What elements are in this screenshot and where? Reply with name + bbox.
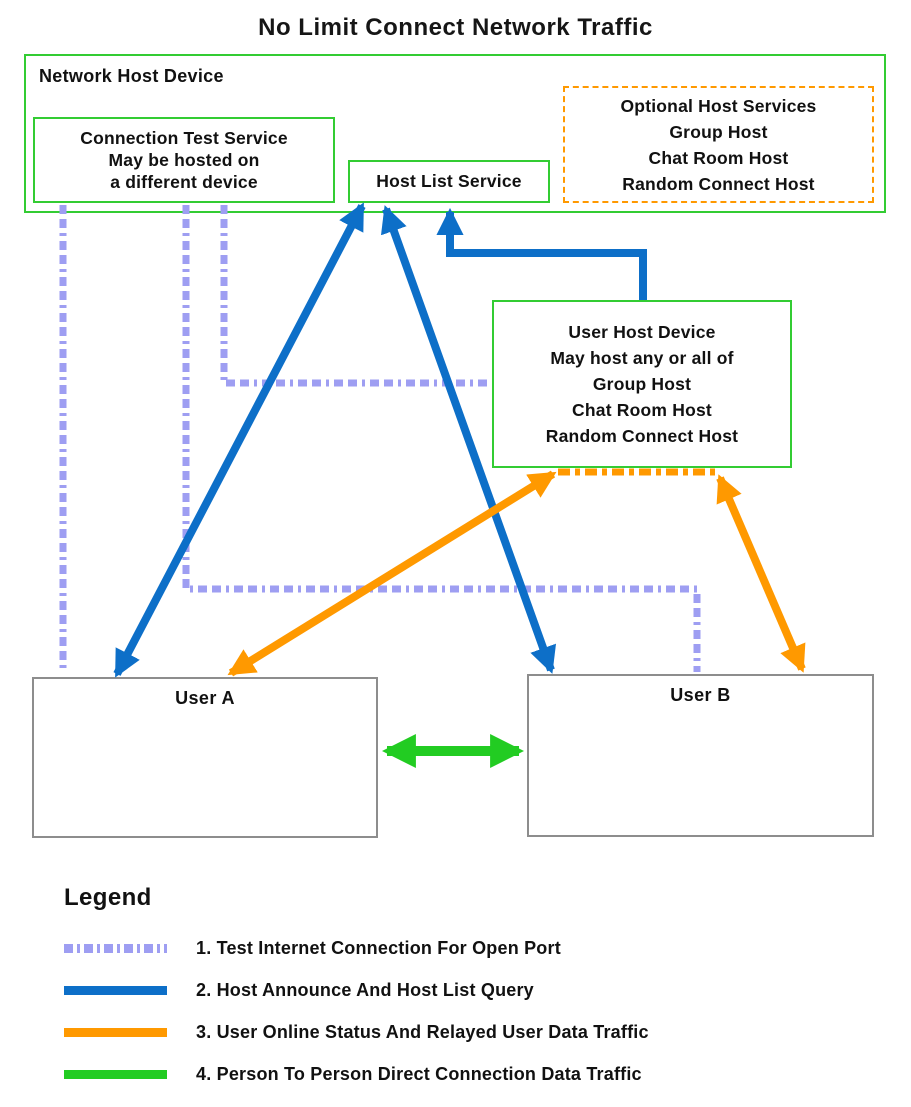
user-a-label: User A	[175, 688, 235, 708]
legend-item-test-connection: 1. Test Internet Connection For Open Por…	[64, 937, 561, 959]
legend: Legend 1. Test Internet Connection For O…	[64, 884, 648, 1084]
optional-host-services-line: Optional Host Services	[620, 95, 817, 116]
legend-item-label: 3. User Online Status And Relayed User D…	[196, 1021, 649, 1042]
legend-item-label: 1. Test Internet Connection For Open Por…	[196, 937, 561, 958]
diagram-title: No Limit Connect Network Traffic	[258, 14, 653, 41]
host-list-service-box: Host List Service	[348, 160, 550, 203]
optional-host-services-box: Optional Host Services Group Host Chat R…	[563, 86, 874, 203]
optional-host-services-line: Random Connect Host	[622, 173, 815, 194]
user-host-device-box: User Host Device May host any or all of …	[492, 300, 792, 468]
network-host-device-label: Network Host Device	[39, 66, 224, 86]
relayed-data-arrow-user-a	[227, 470, 557, 677]
user-a-box: User A	[32, 677, 378, 838]
user-host-device-line: Chat Room Host	[572, 400, 712, 420]
legend-swatch-green	[64, 1069, 167, 1079]
user-host-device-line: May host any or all of	[550, 348, 734, 368]
optional-host-services-line: Chat Room Host	[648, 147, 789, 168]
connection-test-service-box: Connection Test Service May be hosted on…	[33, 117, 335, 203]
legend-swatch-orange	[64, 1027, 167, 1037]
connection-test-service-line: a different device	[110, 172, 258, 192]
legend-item-label: 2. Host Announce And Host List Query	[196, 979, 534, 1000]
host-announce-arrow-user-host-device	[436, 207, 647, 300]
optional-host-services-line: Group Host	[669, 121, 768, 142]
user-b-box: User B	[527, 674, 874, 837]
legend-item-direct-connection: 4. Person To Person Direct Connection Da…	[64, 1063, 642, 1085]
connection-test-service-line: Connection Test Service	[80, 128, 288, 148]
legend-swatch-blue	[64, 985, 167, 995]
host-list-query-arrow-user-a	[113, 202, 366, 678]
user-host-device-line: User Host Device	[568, 322, 716, 342]
test-connection-line-user-host-device	[220, 205, 491, 387]
user-host-device-line: Random Connect Host	[545, 426, 739, 446]
user-host-device-line: Group Host	[592, 374, 692, 394]
user-b-label: User B	[670, 685, 731, 705]
host-list-service-label: Host List Service	[376, 171, 522, 191]
legend-item-label: 4. Person To Person Direct Connection Da…	[196, 1063, 642, 1084]
relayed-data-arrow-user-b	[716, 474, 806, 673]
connection-test-service-line: May be hosted on	[108, 150, 260, 170]
legend-item-host-announce: 2. Host Announce And Host List Query	[64, 979, 534, 1001]
legend-item-relayed-data: 3. User Online Status And Relayed User D…	[64, 1021, 649, 1043]
legend-swatch-dashed-purple	[64, 943, 167, 953]
legend-title: Legend	[64, 884, 152, 911]
